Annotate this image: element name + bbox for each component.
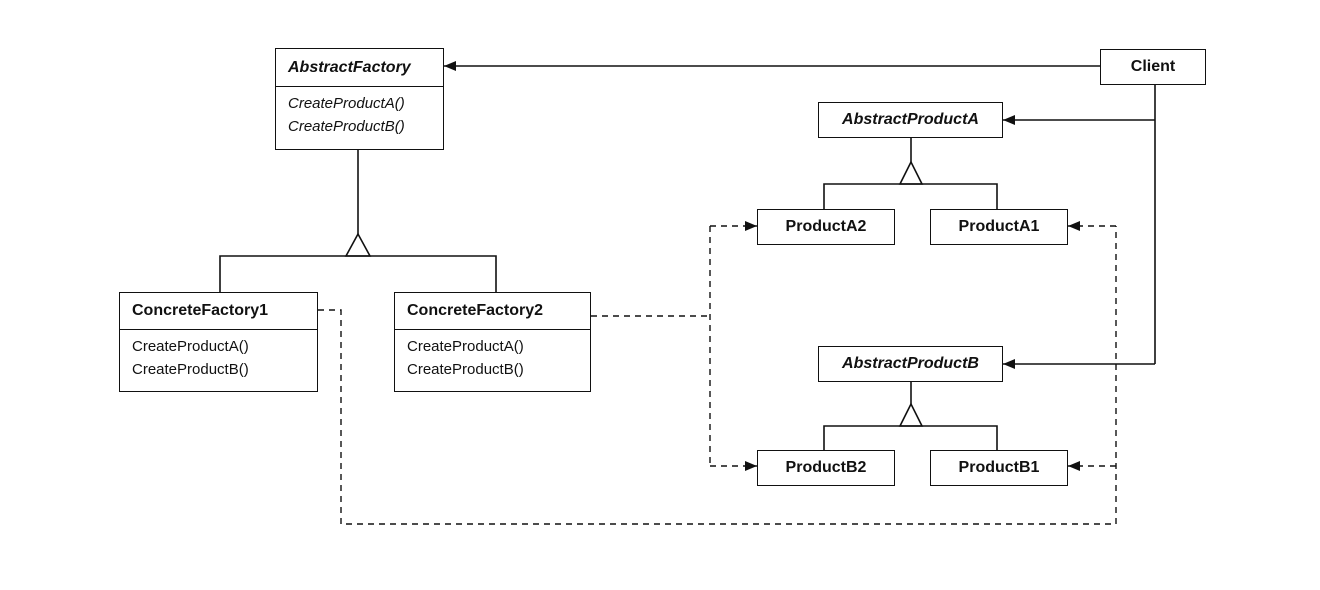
class-operations: CreateProductA() CreateProductB() [120, 330, 317, 381]
operation: CreateProductA() [407, 338, 524, 355]
concrete-factory-2-class: ConcreteFactory2 CreateProductA() Create… [394, 292, 591, 392]
class-name: ProductA2 [785, 217, 867, 235]
class-name: AbstractProductA [842, 110, 979, 128]
class-operations: CreateProductA() CreateProductB() [395, 330, 590, 381]
abstract-factory-class: AbstractFactory CreateProductA() CreateP… [275, 48, 444, 150]
operation: CreateProductA() [132, 338, 249, 355]
class-name: AbstractProductB [842, 354, 979, 372]
product-b-inheritance [823, 382, 998, 450]
client-class: Client [1100, 49, 1206, 85]
class-name: ProductB1 [958, 458, 1040, 476]
class-name: ConcreteFactory1 [132, 302, 269, 319]
class-divider [120, 329, 317, 330]
factory-inheritance [219, 150, 497, 292]
class-name: ProductA1 [958, 217, 1040, 235]
product-b1-class: ProductB1 [930, 450, 1068, 486]
operation: CreateProductA() [288, 95, 405, 112]
product-a1-class: ProductA1 [930, 209, 1068, 245]
concrete-factory-2-dependencies [591, 221, 757, 471]
operation: CreateProductB() [132, 361, 249, 378]
class-divider [276, 86, 443, 87]
operation: CreateProductB() [288, 118, 405, 135]
operation: CreateProductB() [407, 361, 524, 378]
class-operations: CreateProductA() CreateProductB() [276, 87, 443, 138]
product-a-inheritance [823, 138, 998, 209]
product-b2-class: ProductB2 [757, 450, 895, 486]
product-a2-class: ProductA2 [757, 209, 895, 245]
concrete-factory-1-class: ConcreteFactory1 CreateProductA() Create… [119, 292, 318, 392]
class-name: AbstractFactory [288, 58, 411, 76]
abstract-product-b-class: AbstractProductB [818, 346, 1003, 382]
abstract-product-a-class: AbstractProductA [818, 102, 1003, 138]
class-name: ProductB2 [785, 458, 867, 476]
concrete-factory-1-dependencies [318, 221, 1117, 525]
class-name: ConcreteFactory2 [407, 302, 544, 319]
class-name: Client [1130, 57, 1176, 75]
class-divider [395, 329, 590, 330]
